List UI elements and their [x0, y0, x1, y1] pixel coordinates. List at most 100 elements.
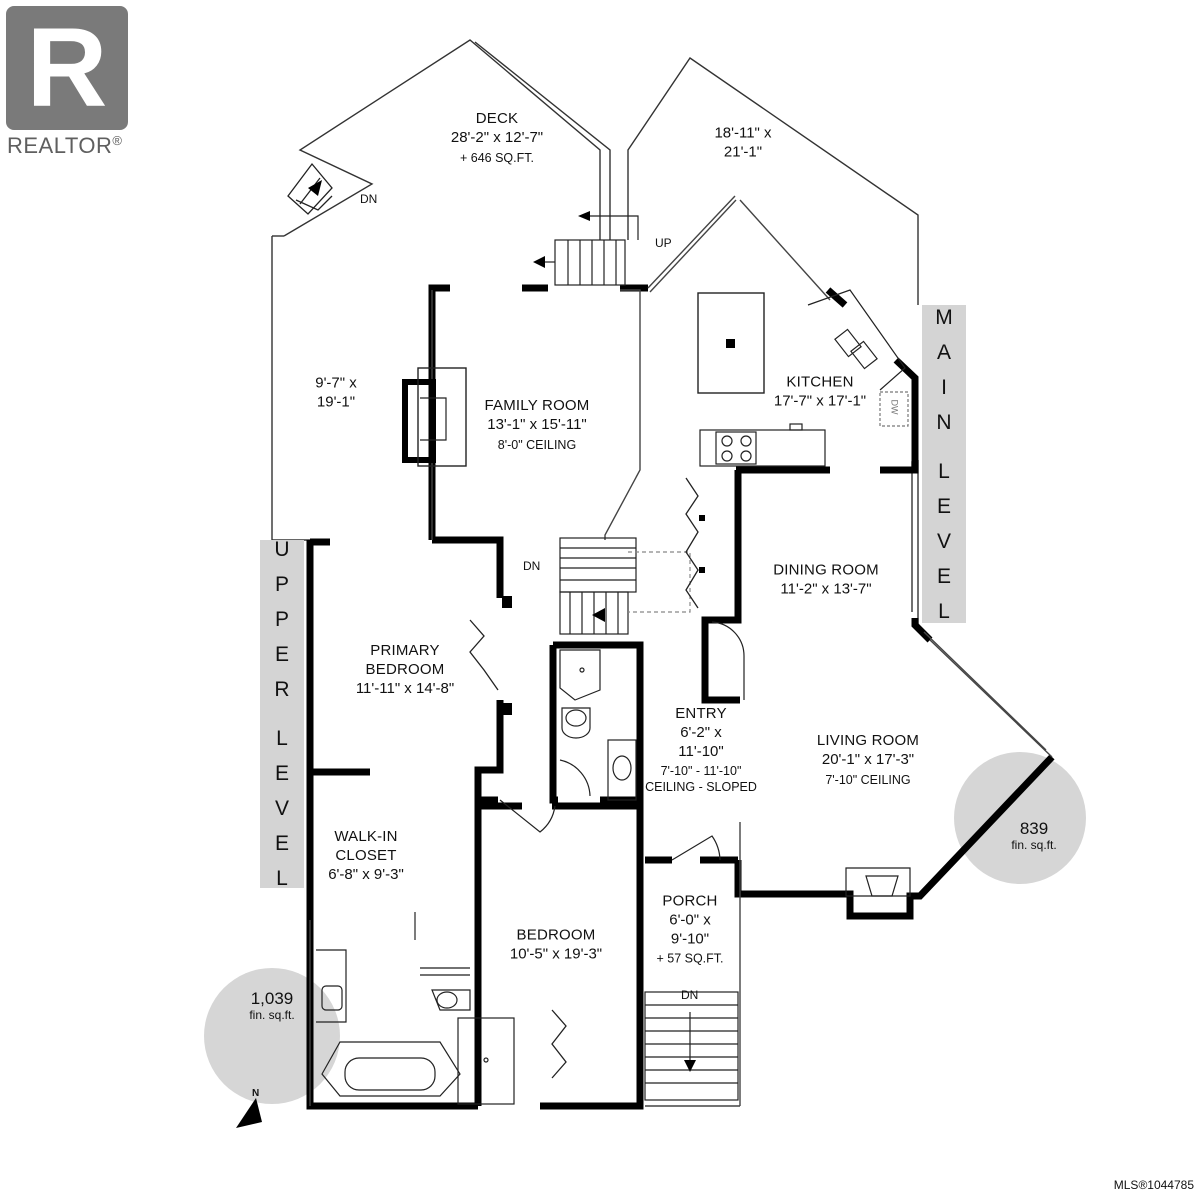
logo-word-text: REALTOR	[7, 133, 113, 158]
main-level-letter: L	[938, 459, 950, 483]
room-deck-east: 18'-11" x 21'-1"	[714, 124, 771, 162]
main-level-letter: N	[936, 410, 952, 434]
upper-level-letter: L	[276, 727, 288, 750]
main-level-letter: E	[936, 494, 951, 518]
room-dims: 17'-7" x 17'-1"	[773, 392, 867, 409]
realtor-logo-icon	[6, 6, 128, 130]
compass-label: N	[252, 1088, 260, 1099]
upper-level-letter: E	[274, 762, 289, 785]
room-extra: CEILING - SLOPED	[645, 779, 757, 794]
room-extra: 7'-10" CEILING	[825, 772, 911, 787]
bathroom-fixtures	[316, 649, 637, 1105]
room-dims: 18'-11" x	[714, 124, 772, 142]
upper-area-label: 1,039 fin. sq.ft.	[236, 989, 308, 1022]
arrow-porch-stair	[684, 1060, 696, 1072]
logo-letter: R	[26, 5, 108, 130]
room-dims: 28'-2" x 12'-7"	[450, 128, 544, 146]
room-bedroom: BEDROOM 10'-5" x 19'-3"	[510, 926, 602, 964]
main-area-circle	[954, 752, 1086, 884]
swing-doors	[499, 621, 745, 861]
room-name: FAMILY ROOM	[484, 396, 590, 414]
room-dims: 9'-10"	[670, 930, 710, 948]
room-dims: 11'-2" x 13'-7"	[780, 580, 872, 597]
arrow-up-stair	[578, 211, 590, 221]
room-dims: 13'-1" x 15'-11"	[487, 415, 587, 433]
room-name: PRIMARY	[370, 641, 440, 659]
room-primary-bedroom: PRIMARY BEDROOM 11'-11" x 14'-8"	[356, 642, 454, 698]
room-family: FAMILY ROOM 13'-1" x 15'-11" 8'-0" CEILI…	[485, 397, 590, 453]
main-level-banner: M A I N L E V E L	[922, 305, 966, 623]
stair-label-up: UP	[655, 236, 672, 250]
upper-area-value: 1,039	[250, 989, 294, 1008]
room-dims: 20'-1" x 17'-3"	[821, 750, 915, 768]
dishwasher-label: DW	[889, 399, 900, 415]
kitchen-island	[697, 292, 765, 394]
stairs-up	[540, 215, 639, 286]
upper-area-unit: fin. sq.ft.	[249, 1007, 295, 1022]
room-name: LIVING ROOM	[816, 731, 920, 749]
upper-level-letter: P	[274, 608, 289, 631]
main-level-letter: A	[936, 340, 951, 364]
room-name: WALK-IN	[334, 827, 398, 845]
main-area-label: 839 fin. sq.ft.	[1004, 819, 1064, 852]
stairs-porch	[644, 991, 739, 1101]
room-extra: 7'-10" - 11'-10"	[660, 764, 742, 778]
stair-label-porch: DN	[681, 988, 699, 1002]
room-extra: + 646 SQ.FT.	[459, 150, 534, 165]
room-name: ENTRY	[675, 704, 727, 722]
upper-level-banner: U P P E R L E V E L	[260, 538, 304, 890]
room-dims: 10'-5" x 19'-3"	[509, 945, 603, 962]
logo-registered: ®	[112, 133, 123, 148]
room-name: DINING ROOM	[773, 561, 879, 579]
upper-level-letter: L	[276, 867, 288, 890]
room-name: BEDROOM	[516, 926, 596, 944]
upper-level-letter: E	[274, 832, 289, 855]
upper-level-letter: V	[274, 797, 289, 820]
upper-area-circle	[204, 968, 340, 1104]
room-dims: 6'-0" x	[669, 911, 711, 929]
stair-label-center: DN	[523, 559, 541, 573]
deck-stair	[287, 162, 333, 215]
main-level-letter: E	[936, 564, 951, 588]
room-living: LIVING ROOM 20'-1" x 17'-3" 7'-10" CEILI…	[817, 732, 919, 788]
upper-level-letter: P	[274, 573, 289, 596]
room-dims: 6'-2" x	[680, 723, 722, 741]
room-deck: DECK 28'-2" x 12'-7" + 646 SQ.FT.	[451, 110, 543, 166]
stove	[699, 423, 826, 467]
bifold-doors	[469, 477, 699, 1079]
room-dims: 11'-10"	[678, 742, 724, 760]
room-extra: 8'-0" CEILING	[497, 437, 577, 452]
room-walk-in-closet: WALK-IN CLOSET 6'-8" x 9'-3"	[328, 828, 404, 884]
upper-level-letter: E	[274, 643, 289, 666]
island-outlet	[726, 339, 735, 348]
arrow-deck-stair	[308, 180, 322, 196]
room-extra: + 57 SQ.FT.	[656, 951, 724, 966]
room-dims: 11'-11" x 14'-8"	[355, 679, 455, 697]
room-name: DECK	[475, 109, 519, 127]
room-porch: PORCH 6'-0" x 9'-10" + 57 SQ.FT.	[656, 893, 723, 968]
room-name: PORCH	[662, 892, 718, 910]
room-dining: DINING ROOM 11'-2" x 13'-7"	[773, 561, 879, 599]
kitchen-sink	[807, 289, 906, 391]
realtor-logo-mark: R	[6, 6, 128, 130]
arrow-center-stair	[592, 608, 605, 622]
fireplace	[402, 367, 467, 467]
deck-outline	[271, 39, 919, 625]
upper-level-letter: U	[274, 538, 290, 561]
room-dims: 21'-1"	[723, 143, 763, 160]
realtor-wordmark: REALTOR®	[7, 133, 122, 159]
main-area-unit: fin. sq.ft.	[1011, 837, 1057, 852]
stair-label-deck: DN	[360, 192, 378, 206]
room-kitchen: KITCHEN 17'-7" x 17'-1"	[774, 373, 866, 411]
room-deck-west: 9'-7" x 19'-1"	[315, 374, 357, 412]
room-entry: ENTRY 6'-2" x 11'-10" 7'-10" - 11'-10" C…	[645, 705, 757, 796]
room-name: KITCHEN	[786, 373, 854, 391]
dishwasher	[879, 391, 909, 427]
mls-number: MLS®1044785	[1113, 1178, 1194, 1192]
room-dims: 6'-8" x 9'-3"	[328, 865, 404, 883]
room-name: BEDROOM	[365, 660, 445, 678]
main-level-letter: V	[936, 529, 951, 553]
stairs-center	[559, 537, 691, 635]
room-dims: 19'-1"	[316, 393, 356, 410]
